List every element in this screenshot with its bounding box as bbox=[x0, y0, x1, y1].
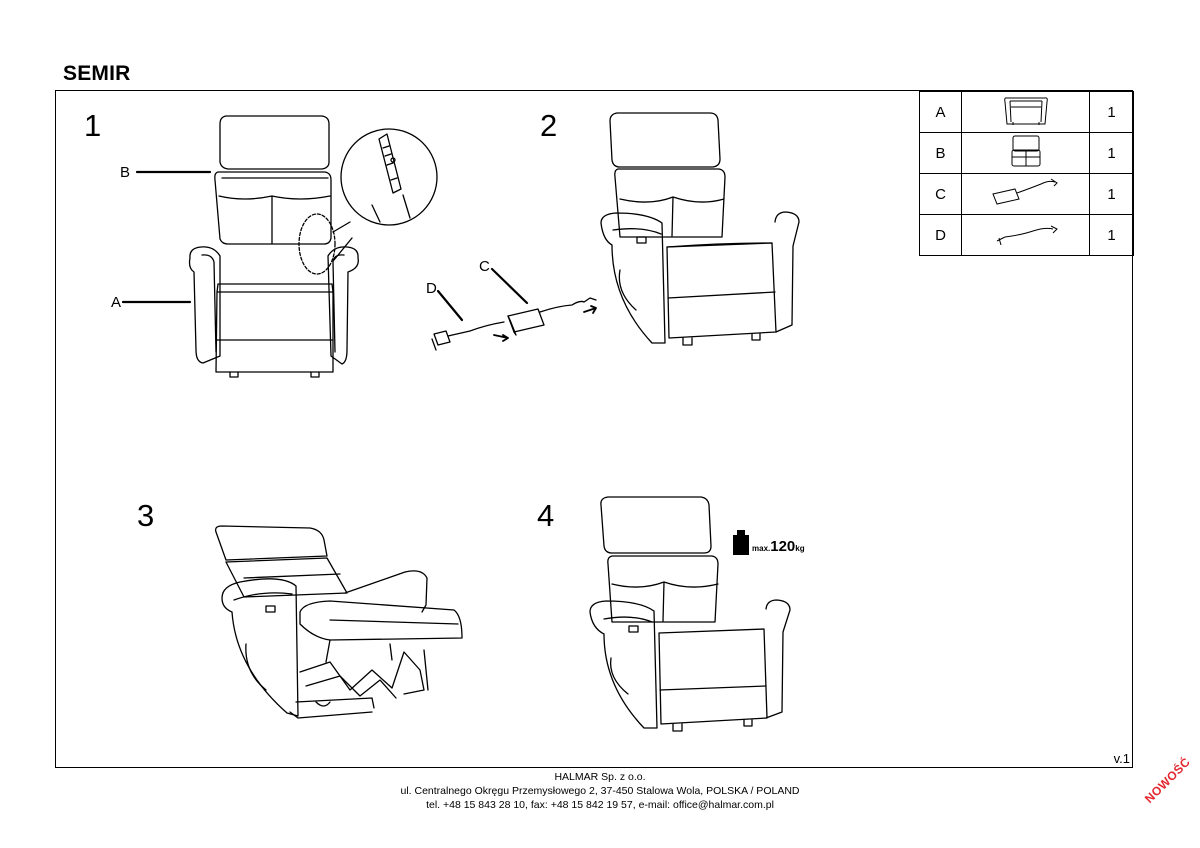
step-4-number: 4 bbox=[537, 498, 555, 533]
callout-label-c: C bbox=[479, 258, 490, 275]
power-cable-icon bbox=[961, 214, 1090, 256]
max-weight-label: max.120kg bbox=[752, 538, 805, 556]
step3-reclined-chair-drawing bbox=[216, 526, 462, 718]
power-adapter-icon bbox=[961, 173, 1090, 215]
instruction-frame: v.1 bbox=[55, 90, 1133, 768]
part-quantity: 1 bbox=[1089, 173, 1134, 215]
part-letter: C bbox=[919, 173, 962, 215]
parts-table: A 1 B 1 C 1 D bbox=[919, 91, 1134, 256]
step1-detail-callout bbox=[341, 129, 437, 225]
document-title: SEMIR bbox=[63, 62, 131, 85]
callout-label-a: A bbox=[111, 294, 122, 311]
parts-row: A 1 bbox=[919, 91, 1134, 133]
parts-row: B 1 bbox=[919, 132, 1134, 174]
step-2-number: 2 bbox=[540, 108, 558, 143]
step1-chair-drawing bbox=[190, 116, 359, 377]
footer-address: ul. Centralnego Okręgu Przemysłowego 2, … bbox=[400, 785, 800, 797]
company-footer: HALMAR Sp. z o.o. ul. Centralnego Okręgu… bbox=[0, 770, 1200, 812]
max-weight-unit: kg bbox=[795, 544, 805, 553]
part-quantity: 1 bbox=[1089, 132, 1134, 174]
max-weight-prefix: max. bbox=[752, 544, 771, 553]
version-label: v.1 bbox=[1113, 751, 1130, 766]
max-weight-value: 120 bbox=[770, 538, 796, 555]
part-letter: A bbox=[919, 91, 962, 133]
step2-chair-drawing bbox=[601, 113, 799, 345]
step2-power-supply-drawing bbox=[432, 269, 596, 350]
footer-company-name: HALMAR Sp. z o.o. bbox=[554, 771, 646, 783]
callout-label-b: B bbox=[120, 164, 131, 181]
step4-chair-drawing bbox=[590, 497, 790, 731]
footer-contact: tel. +48 15 843 28 10, fax: +48 15 842 1… bbox=[426, 799, 774, 811]
step-1-number: 1 bbox=[84, 108, 102, 143]
part-quantity: 1 bbox=[1089, 214, 1134, 256]
step-3-number: 3 bbox=[137, 498, 155, 533]
callout-label-d: D bbox=[426, 280, 437, 297]
parts-row: D 1 bbox=[919, 214, 1134, 256]
parts-row: C 1 bbox=[919, 173, 1134, 215]
weight-icon bbox=[733, 530, 749, 555]
